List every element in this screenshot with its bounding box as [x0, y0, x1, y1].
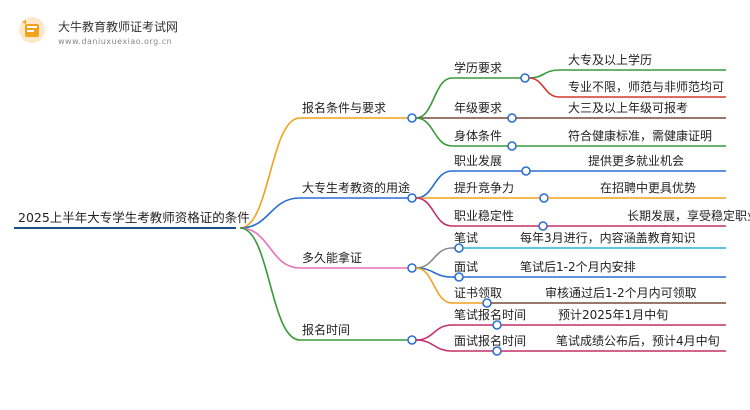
leaf-label: 每年3月进行，内容涵盖教育知识	[520, 230, 696, 245]
branch-connector	[239, 227, 301, 341]
subtopic-connector	[415, 247, 453, 269]
leaf-label: 在招聘中更具优势	[600, 180, 696, 195]
subtopic-label: 提升竞争力	[454, 180, 514, 195]
subtopic-label: 职业发展	[454, 153, 502, 168]
subtopic-connector	[415, 267, 453, 304]
leaf-label: 预计2025年1月中旬	[558, 307, 668, 322]
leaf-label: 符合健康标准，需健康证明	[568, 128, 712, 143]
leaf-label: 专业不限，师范与非师范均可	[568, 79, 724, 94]
branch-node[interactable]	[407, 335, 417, 345]
subtopic-label: 学历要求	[454, 60, 502, 75]
subtopic-node[interactable]	[492, 346, 502, 356]
subtopic-node[interactable]	[538, 221, 548, 231]
subtopic-connector	[415, 77, 453, 119]
subtopic-node[interactable]	[539, 193, 549, 203]
leaf-label: 长期发展，享受稳定职业	[627, 208, 750, 223]
brand-url: www.daniuxuexiao.org.cn	[58, 37, 173, 46]
subtopic-node[interactable]	[521, 166, 531, 176]
subtopic-node[interactable]	[454, 272, 464, 282]
subtopic-connector	[415, 117, 453, 147]
subtopic-node[interactable]	[482, 298, 492, 308]
root-topic-label: 2025上半年大专学生考教师资格证的条件	[18, 210, 250, 225]
leaf-label: 大专及以上学历	[568, 52, 652, 67]
book-logo-icon	[19, 17, 45, 43]
subtopic-label: 职业稳定性	[454, 208, 514, 223]
branch-node[interactable]	[407, 263, 417, 273]
branch-node[interactable]	[407, 113, 417, 123]
subtopic-node[interactable]	[454, 243, 464, 253]
subtopic-node[interactable]	[507, 113, 517, 123]
subtopic-connector	[415, 197, 453, 227]
branch-label: 报名条件与要求	[302, 100, 386, 115]
subtopic-connector	[415, 170, 453, 199]
leaf-label: 笔试成绩公布后，预计4月中旬	[556, 333, 720, 348]
subtopic-label: 笔试报名时间	[454, 307, 526, 322]
subtopic-label: 证书领取	[454, 286, 502, 300]
branch-connector	[239, 117, 301, 229]
subtopic-connector	[415, 324, 453, 341]
leaf-label: 提供更多就业机会	[588, 153, 684, 168]
leaf-label: 笔试后1-2个月内安排	[520, 259, 636, 274]
subtopic-label: 笔试	[454, 230, 478, 245]
leaf-label: 大三及以上年级可报考	[568, 100, 688, 115]
leaf-label: 审核通过后1-2个月内可领取	[545, 285, 697, 300]
leaf-connector	[528, 69, 560, 79]
branch-node[interactable]	[407, 193, 417, 203]
leaf-connector	[528, 77, 560, 98]
branch-connector	[239, 197, 301, 229]
subtopic-label: 身体条件	[454, 128, 502, 143]
branch-label: 大专生考教资的用途	[302, 180, 410, 195]
subtopic-label: 面试报名时间	[454, 333, 526, 348]
subtopic-connector	[415, 339, 453, 352]
branch-label: 报名时间	[302, 322, 350, 337]
brand-logo[interactable]: 大牛教育教师证考试网 www.daniuxuexiao.org.cn	[14, 12, 314, 52]
subtopic-node[interactable]	[507, 141, 517, 151]
subtopic-node[interactable]	[492, 320, 502, 330]
subtopic-label: 面试	[454, 259, 478, 274]
branch-connector	[239, 227, 301, 269]
brand-name: 大牛教育教师证考试网	[58, 20, 179, 34]
branch-label: 多久能拿证	[302, 250, 362, 265]
subtopic-label: 年级要求	[454, 101, 502, 115]
subtopic-node[interactable]	[520, 73, 530, 83]
